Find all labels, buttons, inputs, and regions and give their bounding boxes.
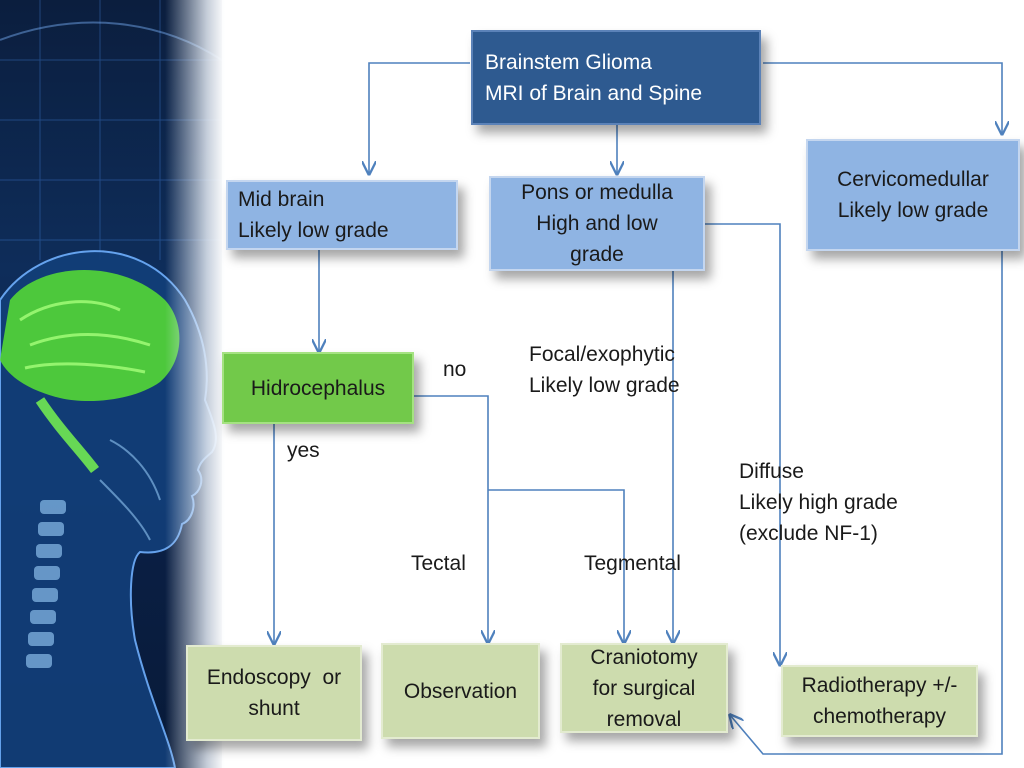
node-radiotherapy-line-2: chemotherapy (812, 705, 947, 728)
node-observation-line-1: Observation (403, 679, 518, 703)
node-cervico-line-2: Likely low grade (837, 199, 989, 222)
label-yes: yes (287, 439, 320, 462)
label-diffuse-line-1: Diffuse (739, 460, 804, 483)
arrow-diffuse-to-radiotherapy (705, 223, 780, 665)
node-craniotomy-line-3: removal (606, 707, 682, 731)
arrow-root-to-midbrain (369, 62, 470, 174)
node-endoscopy: Endoscopy or shunt (186, 645, 362, 741)
node-midbrain-line-2: Likely low grade (238, 219, 389, 242)
node-radiotherapy-line-1: Radiotherapy +/- (801, 674, 958, 697)
node-craniotomy-line-2: for surgical (592, 676, 696, 700)
arrow-root-to-cervico (763, 62, 1002, 134)
node-endoscopy-line-2: shunt (248, 697, 300, 720)
label-focal: Focal/exophytic Likely low grade (529, 339, 680, 401)
node-pons-line-2: High and low (536, 212, 658, 235)
arrow-cervico-to-craniotomy (730, 251, 1003, 755)
node-pons-line-3: grade (570, 243, 624, 266)
node-hydrocephalus: Hidrocephalus (222, 352, 414, 424)
label-diffuse-line-3: (exclude NF-1) (739, 522, 878, 545)
label-tegmental: Tegmental (584, 552, 681, 575)
node-root: Brainstem Glioma MRI of Brain and Spine (471, 30, 761, 125)
label-diffuse-line-2: Likely high grade (739, 491, 898, 514)
side-art-fade (165, 0, 225, 768)
node-cervico: Cervicomedullar Likely low grade (806, 139, 1020, 251)
node-radiotherapy: Radiotherapy +/- chemotherapy (781, 665, 978, 737)
node-root-line-1: Brainstem Glioma (485, 50, 652, 74)
arrow-hydro-no-to-observation (414, 395, 488, 643)
label-focal-line-2: Likely low grade (529, 374, 680, 397)
node-craniotomy: Craniotomy for surgical removal (560, 643, 728, 733)
node-cervico-line-1: Cervicomedullar (837, 168, 989, 191)
label-focal-line-1: Focal/exophytic (529, 343, 675, 366)
node-craniotomy-line-1: Craniotomy (590, 645, 698, 669)
node-midbrain-line-1: Mid brain (238, 188, 325, 211)
node-endoscopy-line-1: Endoscopy or (206, 666, 342, 689)
label-tectal: Tectal (411, 552, 466, 575)
label-diffuse: Diffuse Likely high grade (exclude NF-1) (739, 456, 898, 549)
node-midbrain: Mid brain Likely low grade (226, 180, 458, 250)
node-hydro-line-1: Hidrocephalus (250, 376, 386, 400)
node-pons-line-1: Pons or medulla (521, 181, 673, 204)
node-root-line-2: MRI of Brain and Spine (485, 81, 703, 105)
arrow-tegmental-to-craniotomy (488, 489, 624, 643)
label-no: no (443, 358, 467, 381)
node-observation: Observation (381, 643, 540, 739)
node-pons: Pons or medulla High and low grade (489, 176, 705, 271)
